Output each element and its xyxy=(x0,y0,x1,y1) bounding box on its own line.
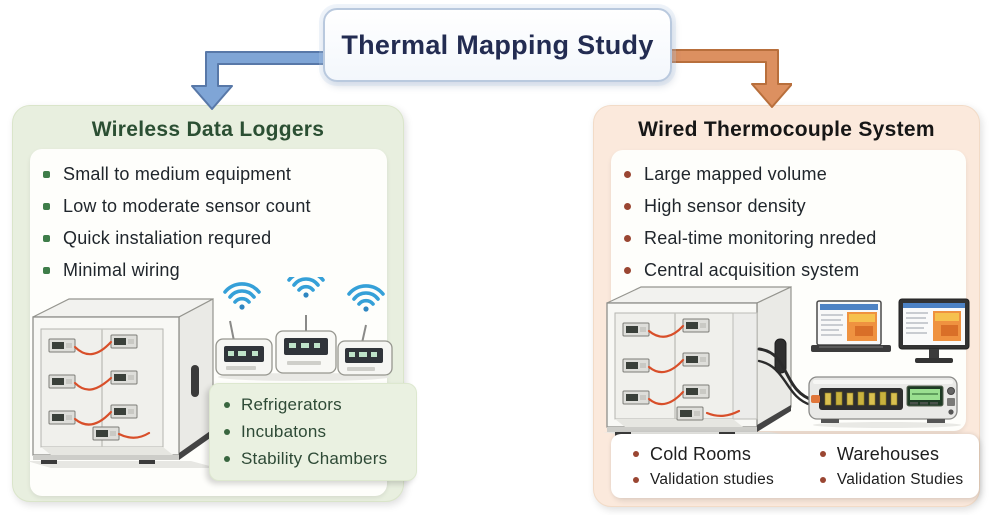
control-knob-icon xyxy=(947,387,955,395)
bullet-dot-icon xyxy=(43,235,50,242)
application-text: Incubatons xyxy=(241,422,327,441)
cable-connector-icon xyxy=(811,395,820,403)
bullet-text: Small to medium equipment xyxy=(63,164,292,184)
wireless-loggers-illustration xyxy=(215,277,393,381)
bullet-text: Large mapped volume xyxy=(644,164,827,184)
sensor-chamber-illustration xyxy=(27,298,217,468)
application-text: Validation Studies xyxy=(836,470,964,488)
title-box: Thermal Mapping Study xyxy=(323,8,672,82)
data-logger-icon xyxy=(337,340,393,376)
lcd-display xyxy=(906,385,944,407)
bullet-dot-icon xyxy=(624,235,631,242)
list-item: Small to medium equipment xyxy=(43,164,311,185)
bullet-text: Central acquisition system xyxy=(644,260,860,280)
list-item: Low to moderate sensor count xyxy=(43,196,311,217)
wired-thermocouple-panel: Wired Thermocouple System Large mapped v… xyxy=(593,105,980,507)
list-item: Incubatons xyxy=(224,422,416,442)
list-item: Warehouses xyxy=(819,443,979,465)
bullet-dot-icon xyxy=(633,451,639,457)
monitor-icon xyxy=(898,298,970,363)
list-item: Refrigerators xyxy=(224,395,416,415)
control-button-icon xyxy=(947,398,955,406)
bullet-dot-icon xyxy=(224,456,230,462)
list-item: Validation Studies xyxy=(819,470,979,489)
wireless-applications-box: Refrigerators Incubatons Stability Chamb… xyxy=(209,383,417,481)
wireless-panel-title: Wireless Data Loggers xyxy=(91,118,325,141)
data-logger-icon xyxy=(275,330,337,374)
thermocouple-cables xyxy=(757,347,817,407)
wired-applications-box: Cold Rooms Warehouses Validation studies… xyxy=(611,434,979,498)
application-text: Refrigerators xyxy=(241,395,342,414)
bullet-text: Low to moderate sensor count xyxy=(63,196,311,216)
bullet-dot-icon xyxy=(819,476,826,483)
wifi-icon xyxy=(347,284,385,312)
list-item: Large mapped volume xyxy=(624,164,877,185)
bullet-dot-icon xyxy=(819,451,826,457)
wired-panel-title: Wired Thermocouple System xyxy=(638,118,935,141)
application-text: Validation studies xyxy=(650,470,774,488)
list-item: Stability Chambers xyxy=(224,449,416,469)
thermocouple-connectors xyxy=(824,391,898,406)
application-text: Stability Chambers xyxy=(241,449,388,468)
application-text: Cold Rooms xyxy=(650,443,752,464)
list-item: Validation studies xyxy=(633,471,820,489)
sensor-wires xyxy=(73,340,151,439)
bullet-dot-icon xyxy=(224,429,230,435)
bullet-dot-icon xyxy=(43,203,50,210)
list-item: Central acquisition system xyxy=(624,260,877,281)
bullet-dot-icon xyxy=(224,402,230,408)
bullet-dot-icon xyxy=(624,171,631,178)
bullet-dot-icon xyxy=(624,267,631,274)
bullet-dot-icon xyxy=(624,203,631,210)
sensor-wires xyxy=(647,324,741,417)
monitoring-computers-illustration xyxy=(811,298,970,363)
list-item: Real-time monitoring nreded xyxy=(624,228,877,249)
bullet-text: High sensor density xyxy=(644,196,806,216)
wireless-bullet-list: Small to medium equipment Low to moderat… xyxy=(43,164,311,292)
door-handle-icon xyxy=(191,365,199,397)
bullet-text: Quick instaliation requred xyxy=(63,228,272,248)
bullet-dot-icon xyxy=(43,267,50,274)
elbow-arrow-blue-icon xyxy=(191,51,330,110)
bullet-dot-icon xyxy=(43,171,50,178)
elbow-arrow-orange-icon xyxy=(662,49,792,108)
data-logger-icon xyxy=(215,338,273,376)
laptop-icon xyxy=(811,300,891,352)
bullet-text: Minimal wiring xyxy=(63,260,180,280)
daq-unit-icon xyxy=(808,376,961,428)
wifi-icon xyxy=(223,282,261,310)
list-item: Minimal wiring xyxy=(43,260,311,281)
wifi-icon xyxy=(287,277,325,298)
list-item: Cold Rooms xyxy=(633,444,820,465)
wired-bullet-list: Large mapped volume High sensor density … xyxy=(624,164,877,292)
bullet-dot-icon xyxy=(633,476,639,483)
wireless-data-loggers-panel: Wireless Data Loggers Small to medium eq… xyxy=(12,105,417,502)
diagram-title: Thermal Mapping Study xyxy=(341,29,654,60)
list-item: Quick instaliation requred xyxy=(43,228,311,249)
list-item: High sensor density xyxy=(624,196,877,217)
bullet-text: Real-time monitoring nreded xyxy=(644,228,877,248)
application-text: Warehouses xyxy=(836,443,940,464)
